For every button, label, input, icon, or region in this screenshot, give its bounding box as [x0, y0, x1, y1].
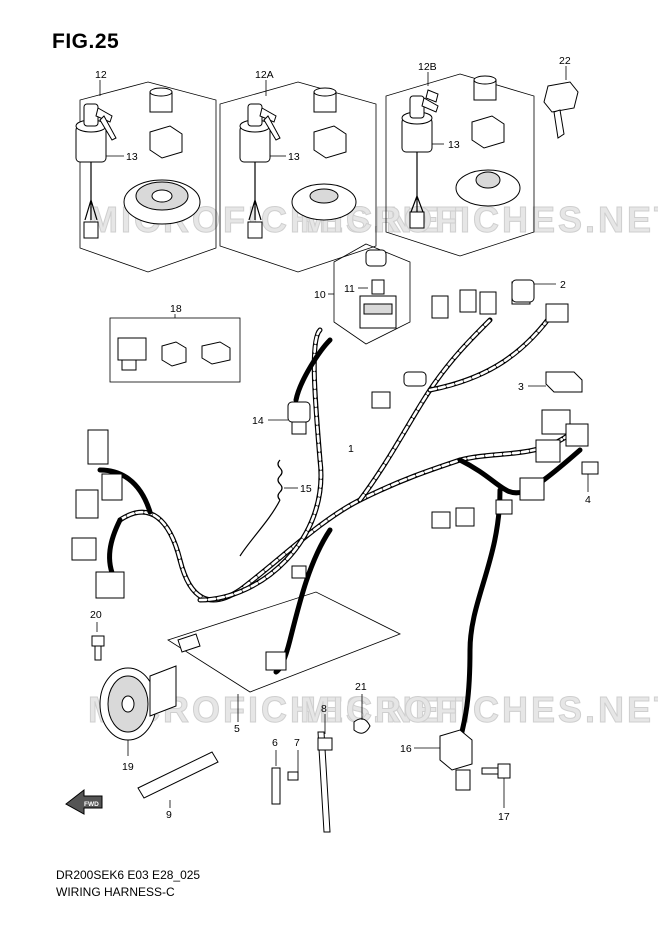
callout-3: 3: [518, 381, 524, 393]
callout-14: 14: [252, 415, 264, 427]
part-14-switch: [268, 337, 333, 435]
ignition-switch-kit-12: [75, 80, 217, 273]
model-code: DR200SEK6 E03 E28_025: [56, 868, 201, 882]
part-15-spring: [239, 459, 298, 557]
callout-21: 21: [355, 681, 367, 693]
part-20-bolt: [91, 622, 105, 661]
diagram-subtitle: WIRING HARNESS-C: [56, 885, 175, 899]
callout-11: 11: [344, 283, 355, 295]
part-17-bolt: [481, 763, 511, 808]
callout-7: 7: [294, 737, 300, 749]
callout-13-a: 13: [126, 151, 138, 163]
part-5-sheet: [167, 591, 401, 693]
fwd-arrow-icon: [65, 788, 103, 815]
ignition-switch-kit-12b: [385, 72, 535, 257]
callout-19: 19: [122, 761, 134, 773]
callout-9: 9: [166, 809, 172, 821]
part-4-fuse: [581, 461, 599, 475]
kit-12-frame: [79, 81, 217, 273]
kit-18: [109, 314, 241, 383]
callout-1: 1: [348, 443, 354, 455]
fwd-label: FWD: [84, 801, 99, 808]
part-19-horn: [99, 665, 177, 756]
relay-10: [328, 243, 411, 345]
part-2-connector: [511, 279, 535, 303]
callout-2: 2: [560, 279, 566, 291]
part-6-bracket: [271, 767, 281, 805]
part-7-screw: [287, 771, 299, 781]
callout-12b: 12B: [418, 61, 437, 73]
kit-12a-frame: [219, 81, 377, 273]
part-3-cover: [545, 371, 583, 393]
part-16-sensor: [414, 729, 473, 791]
callout-10: 10: [314, 289, 326, 301]
callout-12a: 12A: [255, 69, 274, 81]
callout-6: 6: [272, 737, 278, 749]
wiring-harness-1: [71, 281, 589, 743]
fwd-arrow: FWD: [65, 788, 103, 815]
watermark-top-right: MICROFICHES.NET: [300, 199, 658, 240]
figure-title: FIG.25: [52, 30, 120, 53]
callout-20: 20: [90, 609, 102, 621]
part-21-clamp: [353, 718, 371, 734]
key-22: [543, 66, 579, 139]
callout-22: 22: [559, 55, 571, 67]
callout-8: 8: [321, 703, 327, 715]
callout-13-c: 13: [448, 139, 460, 151]
callout-16: 16: [400, 743, 412, 755]
part-9-band: [137, 751, 219, 799]
callout-15: 15: [300, 483, 312, 495]
callout-4: 4: [585, 494, 591, 506]
part-8-tie: [317, 731, 331, 833]
callout-13-b: 13: [288, 151, 300, 163]
kit-12b-frame: [385, 73, 535, 257]
callout-17: 17: [498, 811, 510, 823]
callout-12: 12: [95, 69, 107, 81]
ignition-switch-kit-12a: [219, 80, 377, 273]
callout-18: 18: [170, 303, 182, 315]
watermark-bottom-right: MICROFICHES.NET: [300, 689, 658, 730]
callout-5: 5: [234, 723, 240, 735]
